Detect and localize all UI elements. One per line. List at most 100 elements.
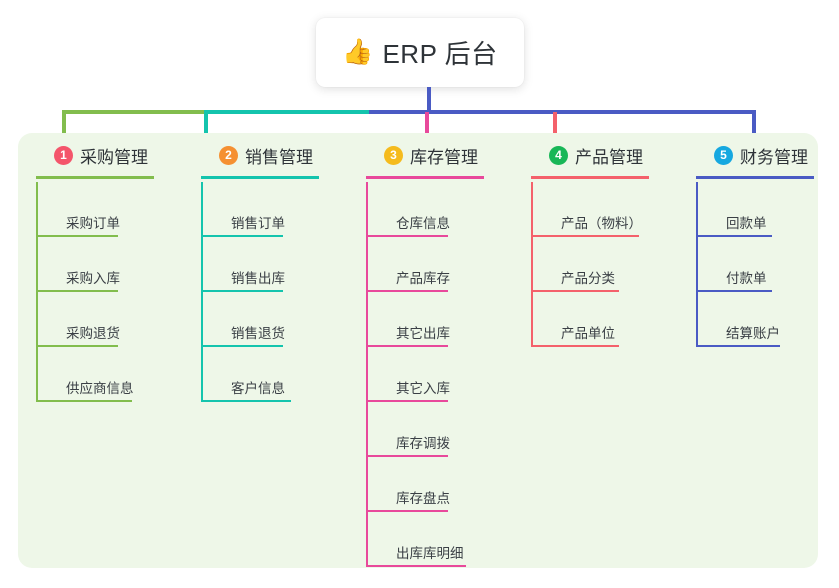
- list-item[interactable]: 客户信息: [201, 347, 359, 402]
- list-item[interactable]: 其它入库: [366, 347, 524, 402]
- list-item[interactable]: 采购订单: [36, 182, 194, 237]
- list-item-rule: [36, 400, 132, 402]
- column-title-2: 销售管理: [245, 147, 313, 167]
- list-item[interactable]: 销售订单: [201, 182, 359, 237]
- column-title-5: 财务管理: [740, 147, 808, 167]
- list-item-label: 采购订单: [66, 216, 120, 231]
- list-item-label: 客户信息: [231, 381, 285, 396]
- column-spine-2: [201, 182, 203, 402]
- list-item-rule: [201, 400, 291, 402]
- list-item-label: 供应商信息: [66, 381, 134, 396]
- list-item[interactable]: 采购入库: [36, 237, 194, 292]
- connector-segment-2: [204, 110, 369, 114]
- list-item-rule: [366, 400, 448, 402]
- list-item-label: 采购入库: [66, 271, 120, 286]
- list-item[interactable]: 库存盘点: [366, 457, 524, 512]
- connector-segment-3: [369, 110, 756, 114]
- list-item-rule: [36, 235, 118, 237]
- column-items-4: 产品（物料） 产品分类产品单位: [531, 182, 689, 347]
- list-item-label: 产品单位: [561, 326, 615, 341]
- list-item-rule: [366, 235, 448, 237]
- column-rule-2: [201, 176, 319, 179]
- column-items-1: 采购订单采购入库采购退货供应商信息: [36, 182, 194, 402]
- column-rule-5: [696, 176, 814, 179]
- column-items-3: 仓库信息产品库存其它出库其它入库库存调拨库存盘点出库库明细: [366, 182, 524, 567]
- connector-drop-2: [204, 112, 208, 140]
- list-item[interactable]: 产品单位: [531, 292, 689, 347]
- list-item[interactable]: 出库库明细: [366, 512, 524, 567]
- list-item[interactable]: 采购退货: [36, 292, 194, 347]
- column-5: 5 财务管理回款单付款单结算账户: [696, 140, 839, 347]
- list-item[interactable]: 供应商信息: [36, 347, 194, 402]
- column-spine-3: [366, 182, 368, 567]
- column-spine-1: [36, 182, 38, 402]
- list-item-label: 回款单: [726, 216, 767, 231]
- list-item[interactable]: 销售出库: [201, 237, 359, 292]
- content-panel: [18, 133, 818, 568]
- list-item-rule: [201, 345, 283, 347]
- page-title: ERP 后台: [382, 39, 498, 69]
- list-item[interactable]: 销售退货: [201, 292, 359, 347]
- list-item[interactable]: 产品分类: [531, 237, 689, 292]
- list-item-rule: [201, 235, 283, 237]
- connector-drop-4: [553, 112, 557, 140]
- column-rule-4: [531, 176, 649, 179]
- column-rule-1: [36, 176, 154, 179]
- list-item-rule: [366, 455, 448, 457]
- list-item-rule: [366, 345, 448, 347]
- list-item-label: 产品分类: [561, 271, 615, 286]
- column-header-1[interactable]: 1 采购管理: [36, 140, 194, 170]
- connector-drop-1: [62, 112, 66, 140]
- column-2: 2 销售管理销售订单销售出库销售退货客户信息: [201, 140, 359, 402]
- column-spine-4: [531, 182, 533, 347]
- thumbs-up-icon: 👍: [342, 38, 374, 66]
- list-item-label: 其它入库: [396, 381, 450, 396]
- column-3: 3 库存管理仓库信息产品库存其它出库其它入库库存调拨库存盘点出库库明细: [366, 140, 524, 567]
- column-header-2[interactable]: 2 销售管理: [201, 140, 359, 170]
- column-badge-1: 1: [54, 145, 73, 165]
- list-item-rule: [696, 290, 772, 292]
- list-item[interactable]: 产品（物料）: [531, 182, 689, 237]
- column-badge-3: 3: [384, 145, 403, 165]
- column-items-5: 回款单付款单结算账户: [696, 182, 839, 347]
- list-item[interactable]: 回款单: [696, 182, 839, 237]
- column-header-5[interactable]: 5 财务管理: [696, 140, 839, 170]
- list-item[interactable]: 其它出库: [366, 292, 524, 347]
- column-title-1: 采购管理: [80, 147, 148, 167]
- list-item-label: 其它出库: [396, 326, 450, 341]
- list-item-label: 出库库明细: [396, 546, 464, 561]
- column-header-3[interactable]: 3 库存管理: [366, 140, 524, 170]
- column-badge-2: 2: [219, 145, 238, 165]
- list-item-label: 采购退货: [66, 326, 120, 341]
- list-item[interactable]: 结算账户: [696, 292, 839, 347]
- list-item-label: 结算账户: [726, 326, 780, 341]
- list-item[interactable]: 仓库信息: [366, 182, 524, 237]
- list-item-label: 仓库信息: [396, 216, 450, 231]
- list-item-label: 销售出库: [231, 271, 285, 286]
- list-item-label: 付款单: [726, 271, 767, 286]
- connector-drop-5: [752, 112, 756, 140]
- list-item-label: 产品（物料）: [561, 216, 642, 231]
- list-item[interactable]: 库存调拨: [366, 402, 524, 457]
- trunk-connector: [427, 87, 431, 112]
- list-item-label: 库存调拨: [396, 436, 450, 451]
- list-item-rule: [696, 345, 780, 347]
- list-item[interactable]: 产品库存: [366, 237, 524, 292]
- list-item-label: 销售订单: [231, 216, 285, 231]
- list-item[interactable]: 付款单: [696, 237, 839, 292]
- list-item-rule: [531, 345, 619, 347]
- column-title-4: 产品管理: [575, 147, 643, 167]
- column-badge-5: 5: [714, 145, 733, 165]
- list-item-rule: [36, 290, 118, 292]
- list-item-label: 产品库存: [396, 271, 450, 286]
- connector-segment-1: [62, 110, 204, 114]
- list-item-rule: [366, 565, 466, 567]
- column-1: 1 采购管理采购订单采购入库采购退货供应商信息: [36, 140, 194, 402]
- column-items-2: 销售订单销售出库销售退货客户信息: [201, 182, 359, 402]
- column-spine-5: [696, 182, 698, 347]
- list-item-rule: [366, 510, 448, 512]
- list-item-rule: [696, 235, 772, 237]
- column-title-3: 库存管理: [410, 147, 478, 167]
